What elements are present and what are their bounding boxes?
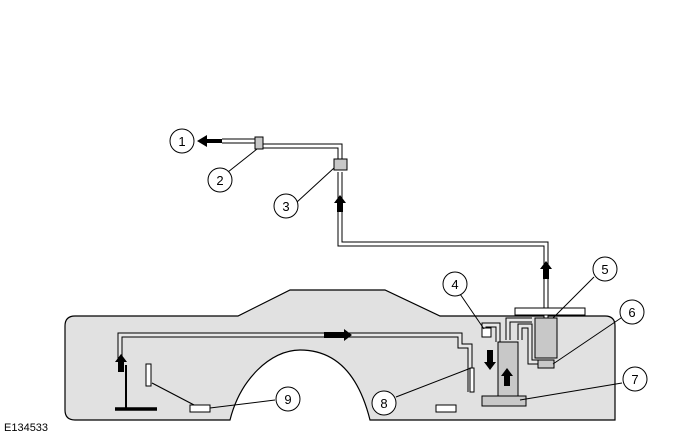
float-left <box>145 363 152 387</box>
svg-text:5: 5 <box>601 262 608 277</box>
fuel-filter-3 <box>333 158 348 171</box>
float-8 <box>469 367 475 393</box>
callout-5: 5 <box>592 256 618 282</box>
fuel-tank <box>64 289 616 421</box>
level-sensor-9 <box>189 404 211 413</box>
arrow-up-swirl <box>501 368 513 386</box>
arrow-up-left <box>115 354 127 372</box>
jet-pump-4 <box>481 327 492 338</box>
callout-6: 6 <box>619 299 645 325</box>
figure-reference-code: E134533 <box>4 422 49 434</box>
fuel-pump-5 <box>534 317 558 359</box>
module-flange <box>514 307 586 316</box>
svg-text:1: 1 <box>178 134 185 149</box>
callout-1: 1 <box>169 128 195 154</box>
arrow-down-swirl <box>484 350 496 370</box>
svg-text:6: 6 <box>628 305 635 320</box>
callout-8: 8 <box>371 390 397 416</box>
svg-text:2: 2 <box>216 173 223 188</box>
arrow-up-feed <box>334 195 346 212</box>
flow-arrows <box>115 135 552 386</box>
connector-2 <box>254 136 264 150</box>
transfer-pipe <box>117 317 540 392</box>
leader-lines <box>209 148 623 409</box>
svg-text:8: 8 <box>380 396 387 411</box>
callout-2: 2 <box>207 167 233 193</box>
callout-7: 7 <box>622 366 648 392</box>
callout-9: 9 <box>275 386 301 412</box>
arrow-up-pump <box>540 261 552 279</box>
arrow-right-transfer <box>324 329 352 341</box>
level-arm <box>151 382 197 407</box>
reservoir-base-7 <box>481 395 527 407</box>
callout-3: 3 <box>273 193 299 219</box>
svg-text:3: 3 <box>282 199 289 214</box>
svg-text:7: 7 <box>631 372 638 387</box>
arrow-left-outlet <box>197 135 222 147</box>
callout-4: 4 <box>442 271 468 297</box>
pressure-regulator-6 <box>537 359 555 369</box>
level-sensor-right <box>435 404 457 413</box>
svg-text:4: 4 <box>451 277 458 292</box>
svg-text:9: 9 <box>284 392 291 407</box>
